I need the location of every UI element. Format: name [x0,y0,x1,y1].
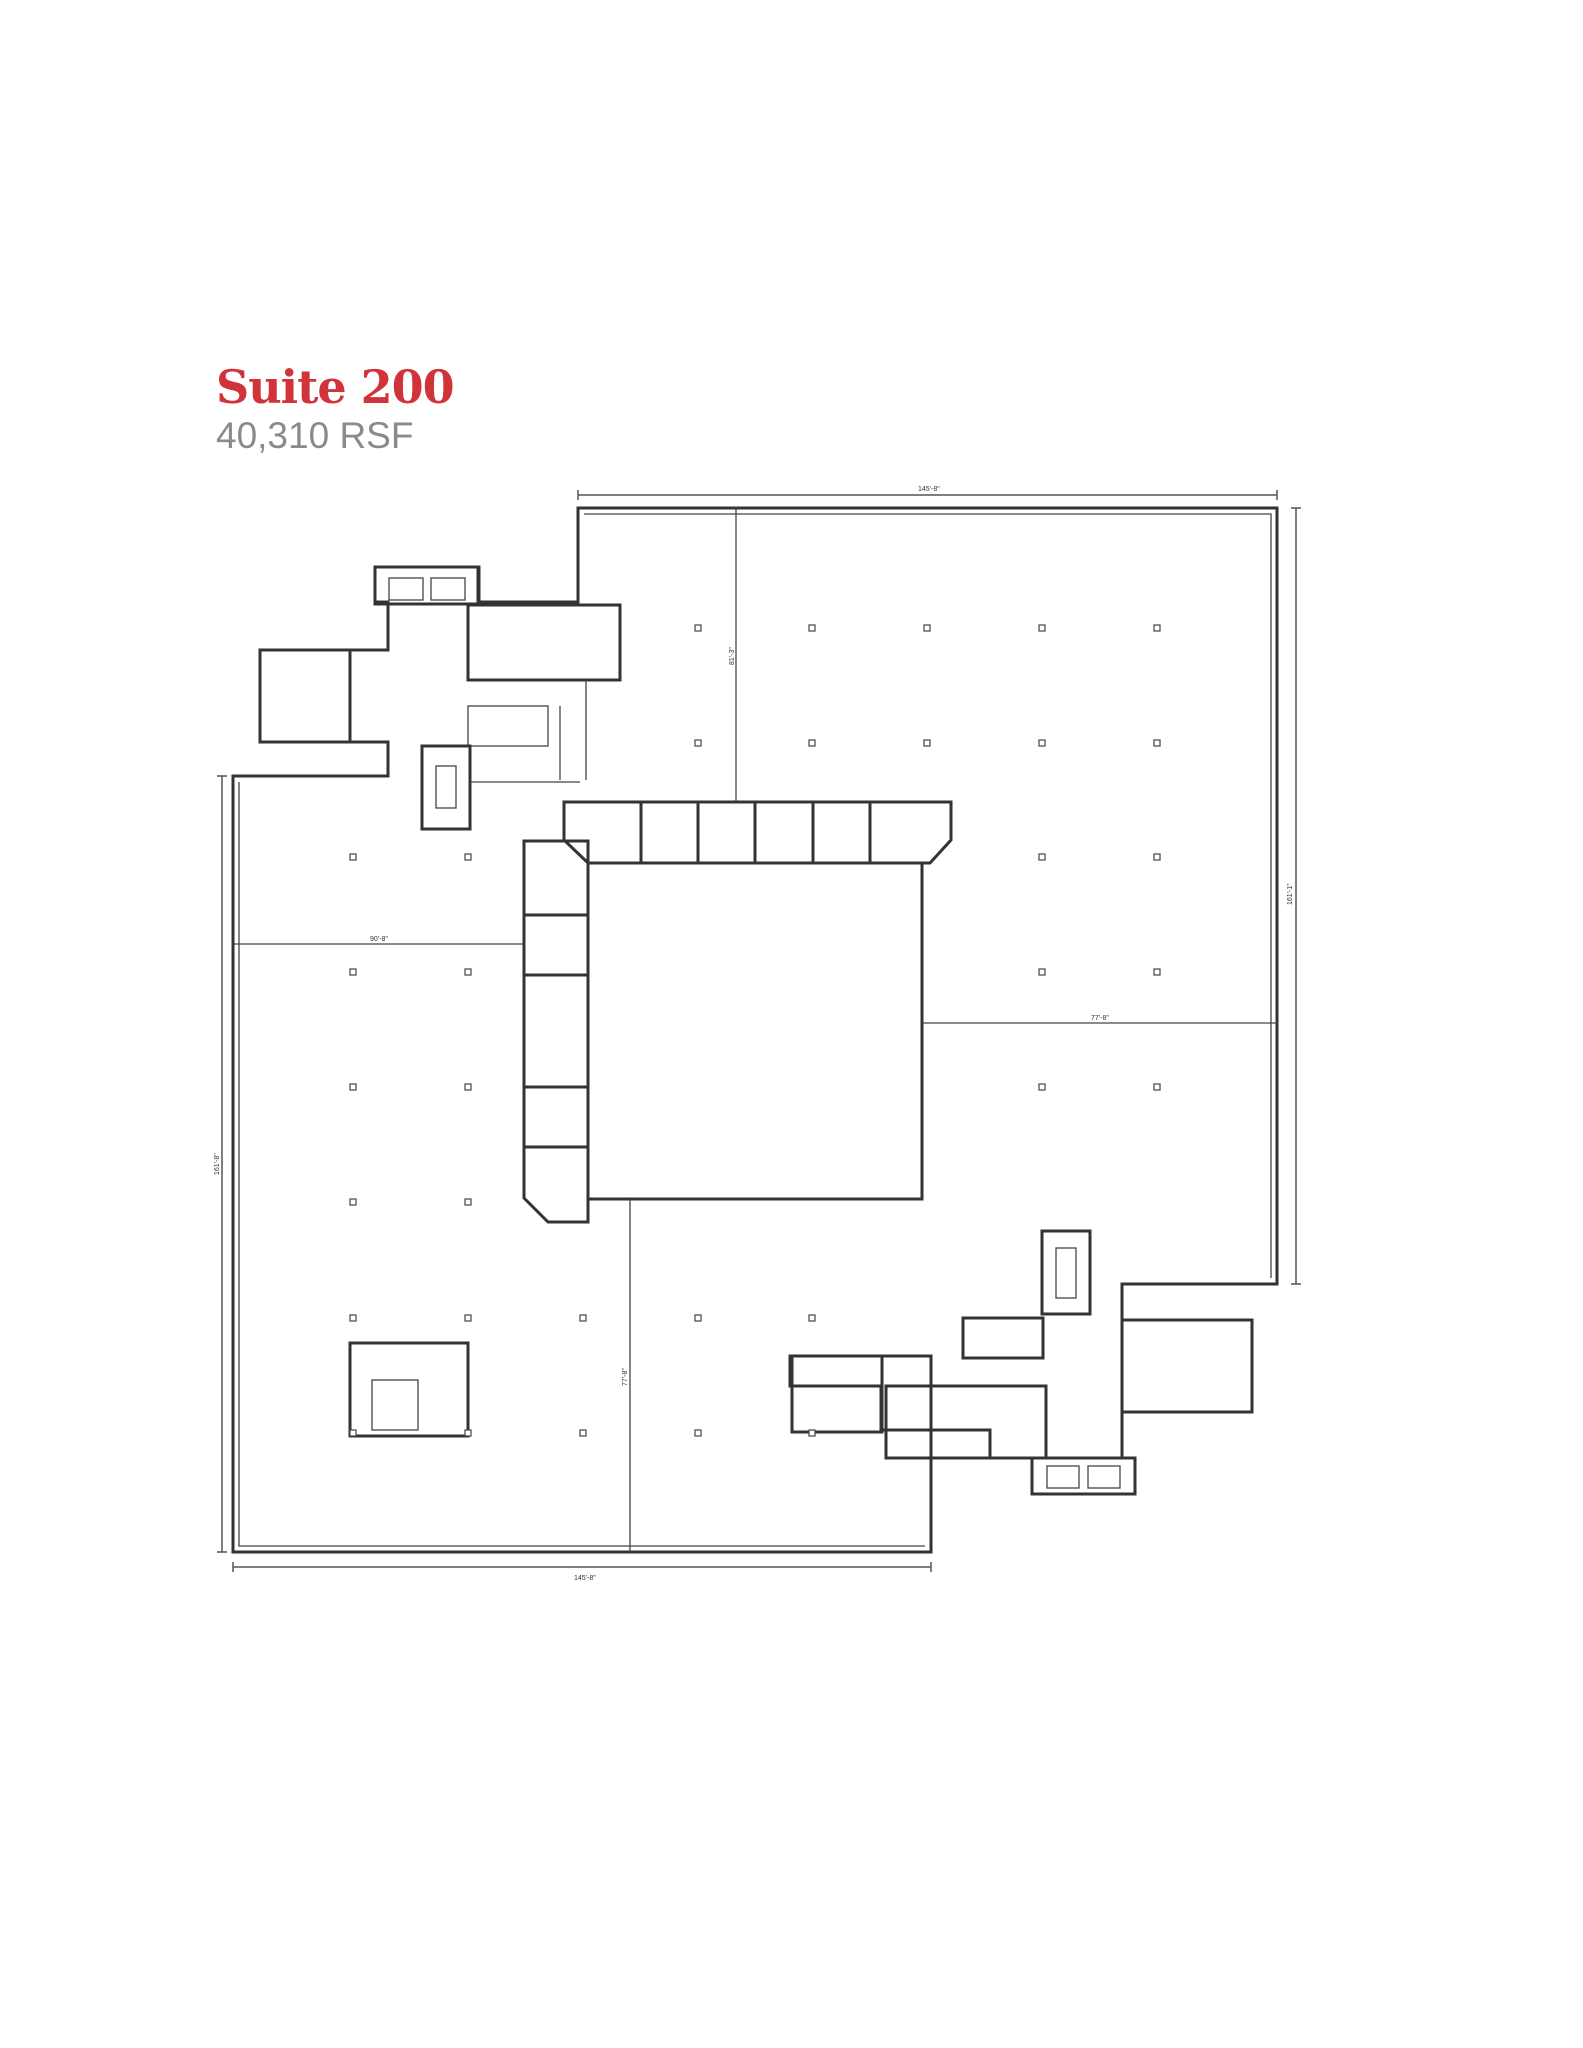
column [464,1083,472,1091]
dim-right-divider: 77'-8" [1091,1015,1109,1022]
column [464,1198,472,1206]
dimension-line-right [1291,507,1301,1285]
dim-right: 161'-1" [1287,883,1294,905]
column [694,624,702,632]
column [1153,968,1161,976]
structural-columns [349,624,1161,1437]
central-core [586,861,924,1201]
column [464,1314,472,1322]
column [808,739,816,747]
dim-bottom: 145'-8" [574,1575,596,1582]
column [808,1429,816,1437]
column [1038,1083,1046,1091]
dim-top: 145'-8" [918,486,940,493]
service-core-south [348,1229,1254,1496]
column [1038,853,1046,861]
column [808,1314,816,1322]
column [349,1429,357,1437]
dim-lower-divider: 77'-8" [622,1368,629,1386]
dim-upper-divider: 81'-3" [729,647,736,665]
column [1153,853,1161,861]
column [808,624,816,632]
column [464,968,472,976]
column [923,739,931,747]
column [1038,624,1046,632]
column [349,853,357,861]
column [1153,739,1161,747]
column [349,1198,357,1206]
column [464,853,472,861]
column [694,739,702,747]
dimension-line-top [577,490,1278,500]
suite-area: 40,310 RSF [216,415,414,456]
service-core-north [258,565,622,831]
column [1153,1083,1161,1091]
dimension-line-left [217,775,227,1553]
inner-wall [238,513,1272,1547]
column [349,968,357,976]
column [1153,624,1161,632]
column [349,1083,357,1091]
dim-left: 161'-8" [214,1153,221,1175]
exterior-wall [231,506,1279,1554]
column [1038,968,1046,976]
column [694,1429,702,1437]
top-offices [562,800,953,865]
column [1038,739,1046,747]
column [579,1314,587,1322]
suite-title: Suite 200 [216,360,455,414]
column [579,1429,587,1437]
left-offices [522,839,590,1224]
column [694,1314,702,1322]
column [464,1429,472,1437]
column [349,1314,357,1322]
dimension-line-bottom [232,1562,932,1572]
column [923,624,931,632]
dim-left-divider: 90'-8" [370,936,388,943]
